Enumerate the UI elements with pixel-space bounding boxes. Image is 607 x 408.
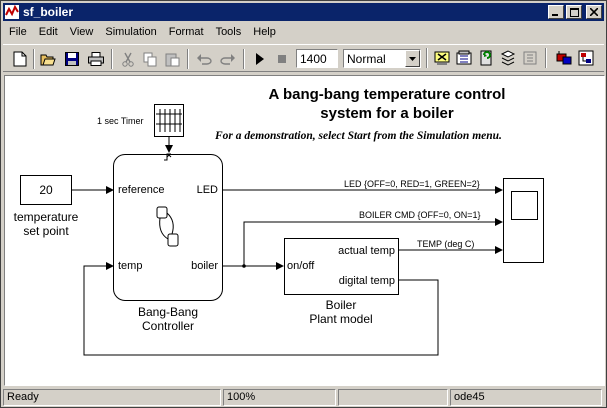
port-digital-temp: digital temp xyxy=(338,275,395,287)
close-button[interactable] xyxy=(586,5,602,19)
plant-caption-line-1: Boiler xyxy=(325,298,357,312)
status-bar: Ready 100% ode45 xyxy=(3,389,604,407)
simulink-model-icon xyxy=(5,4,19,19)
signal-label-temp: TEMP (deg C) xyxy=(417,239,475,249)
port-onoff: on/off xyxy=(287,260,315,272)
diagram-title-line-1: A bang-bang temperature control xyxy=(268,86,506,103)
maximize-button[interactable] xyxy=(566,5,582,19)
trigger-icon xyxy=(164,153,174,165)
scope-block[interactable] xyxy=(503,178,544,263)
menu-format[interactable]: Format xyxy=(168,26,204,38)
setpoint-caption: temperature set point xyxy=(5,210,87,238)
model-advisor-icon[interactable] xyxy=(553,48,575,68)
port-actual-temp: actual temp xyxy=(338,245,395,257)
controller-caption-line-1: Bang-Bang xyxy=(137,305,199,319)
copy-icon[interactable] xyxy=(139,49,161,69)
chevron-down-icon[interactable] xyxy=(405,50,420,67)
minimize-button[interactable] xyxy=(548,5,564,19)
save-icon[interactable] xyxy=(61,49,83,69)
signal-lines xyxy=(72,137,503,356)
status-zoom: 100% xyxy=(223,389,336,406)
stateflow-chart-icon xyxy=(154,203,180,256)
stop-time-field[interactable]: 1400 xyxy=(296,49,338,68)
new-icon[interactable] xyxy=(9,49,31,69)
status-state: Ready xyxy=(3,389,221,406)
undo-icon[interactable] xyxy=(193,49,215,69)
signal-label-boiler-cmd: BOILER CMD {OFF=0, ON=1} xyxy=(359,210,481,220)
debug-icon[interactable] xyxy=(497,48,519,68)
menu-tools[interactable]: Tools xyxy=(215,26,242,38)
port-led: LED xyxy=(196,184,218,196)
bang-bang-controller-block[interactable]: reference temp LED boiler xyxy=(113,153,223,301)
build-icon[interactable] xyxy=(431,48,453,68)
setpoint-caption-line-2: set point xyxy=(23,224,69,238)
plant-caption-line-2: Plant model xyxy=(309,312,373,326)
menu-simulation[interactable]: Simulation xyxy=(105,26,157,38)
menu-view[interactable]: View xyxy=(69,26,94,38)
menu-file[interactable]: File xyxy=(9,26,27,38)
timer-block[interactable] xyxy=(154,104,184,137)
library-browser-icon[interactable] xyxy=(453,48,475,68)
setpoint-value: 20 xyxy=(39,183,53,197)
setpoint-caption-line-1: temperature xyxy=(13,210,79,224)
simulation-mode-value: Normal xyxy=(347,52,386,66)
controller-caption-line-2: Controller xyxy=(141,319,195,333)
window-title: sf_boiler xyxy=(23,5,74,19)
menu-help[interactable]: Help xyxy=(253,26,276,38)
model-canvas[interactable]: A bang-bang temperature control system f… xyxy=(4,75,605,386)
status-solver: ode45 xyxy=(450,389,602,406)
scope-screen-icon xyxy=(511,191,538,220)
simulation-mode-select[interactable]: Normal xyxy=(343,49,421,68)
port-boiler: boiler xyxy=(191,260,218,272)
diagram-title-line-2: system for a boiler xyxy=(320,105,454,122)
menu-bar: File Edit View Simulation Format Tools H… xyxy=(3,23,604,42)
setpoint-constant-block[interactable]: 20 xyxy=(20,175,72,205)
port-reference: reference xyxy=(118,184,165,196)
start-icon[interactable] xyxy=(249,49,271,69)
diagram-subtitle: For a demonstration, select Start from t… xyxy=(215,130,502,142)
boiler-plant-block[interactable]: on/off actual temp digital temp xyxy=(284,238,399,295)
open-icon[interactable] xyxy=(37,49,59,69)
title-bar[interactable]: sf_boiler xyxy=(3,3,604,21)
status-empty xyxy=(338,389,448,406)
menu-edit[interactable]: Edit xyxy=(38,26,58,38)
print-icon[interactable] xyxy=(85,49,107,69)
controller-caption: Bang-Bang Controller xyxy=(118,305,218,333)
timer-label: 1 sec Timer xyxy=(97,116,144,126)
port-temp: temp xyxy=(118,260,143,272)
plant-caption: Boiler Plant model xyxy=(291,298,391,326)
update-icon[interactable] xyxy=(519,48,541,68)
stop-icon[interactable] xyxy=(271,49,293,69)
signal-label-led: LED {OFF=0, RED=1, GREEN=2} xyxy=(344,179,480,189)
model-browser-icon[interactable] xyxy=(575,48,597,68)
toolbar xyxy=(3,44,604,72)
model-explorer-icon[interactable] xyxy=(475,48,497,68)
cut-icon[interactable] xyxy=(117,49,139,69)
paste-icon[interactable] xyxy=(161,49,183,69)
redo-icon[interactable] xyxy=(217,49,239,69)
